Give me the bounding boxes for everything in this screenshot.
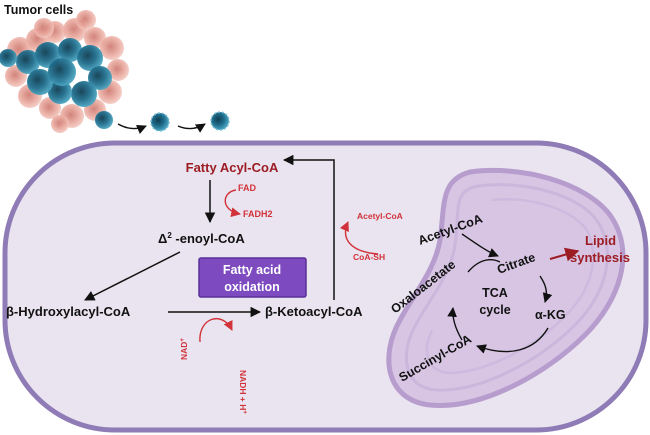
mitochondrion xyxy=(386,167,626,408)
tumor-cell-cluster xyxy=(0,10,129,133)
fadh2-label: FADH2 xyxy=(243,209,273,219)
arrow-ketoacyl-to-fatty-acyl xyxy=(282,154,335,300)
coa-sh-arc-arrow xyxy=(339,221,379,255)
process-box-line1: Fatty acid xyxy=(223,263,281,277)
acetyl-coa-small-label: Acetyl-CoA xyxy=(357,211,403,221)
tumor-cell-teal xyxy=(88,66,112,90)
process-box-line2: oxidation xyxy=(224,280,280,294)
tumor-cell-teal xyxy=(95,111,113,129)
lipid-synthesis-line2: synthesis xyxy=(570,250,630,265)
tumor-cell-teal xyxy=(58,38,82,62)
arrow-citrate-to-akg xyxy=(539,275,553,303)
beta-oxidation-pathway: Fatty Acyl-CoA FAD FADH2 Δ2 -enoyl-CoA F… xyxy=(6,154,403,414)
fatty-acyl-coa-label: Fatty Acyl-CoA xyxy=(186,160,279,175)
enoyl-coa-label: Δ2 -enoyl-CoA xyxy=(158,231,245,246)
fatty-acid-oxidation-box xyxy=(198,257,307,298)
fad-label: FAD xyxy=(238,183,257,193)
ketoacyl-coa-label: β-Ketoacyl-CoA xyxy=(265,304,363,319)
tumor-cell-teal xyxy=(77,45,103,71)
migrating-cells xyxy=(117,111,230,134)
arrow-enoyl-to-hydroxyacyl xyxy=(84,251,181,301)
tumor-cell-pink xyxy=(34,18,54,38)
coa-sh-label: CoA-SH xyxy=(353,252,385,262)
nad-arc-arrow xyxy=(199,318,233,343)
tumor-cell-teal xyxy=(16,50,40,74)
arrow-citrate-to-lipid xyxy=(549,247,580,262)
tumor-cell-teal xyxy=(0,49,17,67)
tumor-cell-teal xyxy=(71,81,97,107)
arrow-oxaloacetate-join xyxy=(467,259,501,273)
nad-label: NAD+ xyxy=(179,338,189,360)
hydroxyacyl-coa-label: β-Hydroxylacyl-CoA xyxy=(6,304,131,319)
lipid-synthesis-line1: Lipid xyxy=(585,233,616,248)
tumor-cell-pink xyxy=(107,59,129,81)
tumor-cell-pink xyxy=(76,10,96,30)
tumor-cell-teal xyxy=(27,69,53,95)
tumor-cell-pink xyxy=(51,115,69,133)
tumor-cell-pink xyxy=(84,27,106,49)
tca-label-line2: cycle xyxy=(479,303,510,317)
arrow-acetyl-to-citrate xyxy=(461,233,499,258)
nadh-label: NADH + H+ xyxy=(238,370,248,414)
fad-arc-arrow xyxy=(224,189,241,218)
arrow-succinyl-to-oxaloacetate xyxy=(447,307,463,341)
akg-label: α-KG xyxy=(535,308,566,322)
tumor-cell-teal xyxy=(48,80,72,104)
tumor-cell-pink xyxy=(100,36,124,60)
tumor-cells-title: Tumor cells xyxy=(4,3,73,17)
arrow-akg-to-succinyl xyxy=(476,327,549,354)
tumor-cell-teal xyxy=(48,58,76,86)
tca-label-line1: TCA xyxy=(482,286,508,300)
